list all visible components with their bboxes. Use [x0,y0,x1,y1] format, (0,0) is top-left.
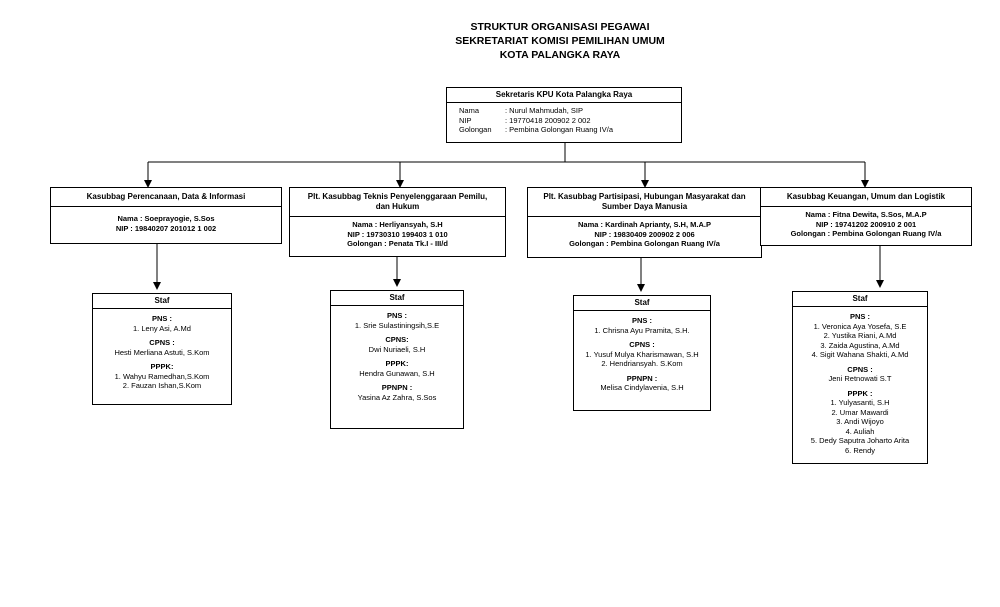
title-line-1: STRUKTUR ORGANISASI PEGAWAI [470,21,650,33]
title-line-2: SEKRETARIAT KOMISI PEMILIHAN UMUM [455,35,665,47]
staf-header: Staf [93,294,231,309]
sekretaris-nip-row: NIP: 19770418 200902 2 002 [459,115,591,125]
staf-box-teknis: Staf PNS : 1. Srie Sulastiningsih,S.E CP… [330,290,464,429]
pns-list: 1. Leny Asi, A.Md [95,324,229,334]
staf-body: PNS : 1. Srie Sulastiningsih,S.E CPNS: D… [331,306,463,405]
list-item: Hesti Merliana Astuti, S.Kom [114,347,210,357]
sekretaris-header: Sekretaris KPU Kota Palangka Raya [447,88,681,103]
staf-box-perencanaan: Staf PNS : 1. Leny Asi, A.Md CPNS : Hest… [92,293,232,405]
staf-body: PNS : 1. Leny Asi, A.Md CPNS : Hesti Mer… [93,309,231,394]
pppk-label: PPPK: [385,359,409,368]
unit-nama: Nama : Herliyansyah, S.H [352,220,443,229]
list-item: 1. Chrisna Ayu Pramita, S.H. [594,325,690,335]
chart-title: STRUKTUR ORGANISASI PEGAWAI SEKRETARIAT … [360,20,760,62]
unit-header: Plt. Kasubbag Teknis Penyelenggaraan Pem… [290,188,505,217]
unit-nip: NIP : 19840207 201012 1 002 [115,223,217,233]
staf-box-partisipasi: Staf PNS : 1. Chrisna Ayu Pramita, S.H. … [573,295,711,411]
unit-header: Kasubbag Keuangan, Umum dan Logistik [761,188,971,207]
ppnpn-label: PPNPN : [381,383,413,392]
list-item: Melisa Cindylavenia, S.H [600,383,684,392]
pns-list: 1. Srie Sulastiningsih,S.E [333,321,461,331]
unit-nama: Nama : Fitna Dewita, S.Sos, M.A.P [805,210,927,219]
pppk-list: 1. Wahyu Ramedhan,S.Kom 2. Fauzan Ishan,… [95,372,229,391]
unit-nip: NIP : 19730310 199403 1 010 [347,229,448,239]
unit-box-partisipasi: Plt. Kasubbag Partisipasi, Hubungan Masy… [527,187,762,258]
sekretaris-golongan-row: Golongan: Pembina Golongan Ruang IV/a [459,125,613,134]
staf-body: PNS : 1. Chrisna Ayu Pramita, S.H. CPNS … [574,311,710,396]
cpns-label: CPNS : [149,338,175,347]
list-item: Hendra Gunawan, S.H [359,368,435,378]
list-item: 2. Yustika Riani, A.Md [823,331,897,340]
sekretaris-nama-row: Nama: Nurul Mahmudah, SIP [459,106,583,115]
pns-label: PNS : [849,312,870,321]
unit-nama: Nama : Soeprayogie, S.Sos [117,214,215,223]
list-item: Yasina Az Zahra, S.Sos [357,392,437,402]
pns-list: 1. Veronica Aya Yosefa, S.E 2. Yustika R… [795,322,925,360]
pns-label: PNS : [386,311,407,320]
unit-details: Nama : Herliyansyah, S.H NIP : 19730310 … [290,217,505,252]
staf-box-keuangan: Staf PNS : 1. Veronica Aya Yosefa, S.E 2… [792,291,928,464]
pppk-list: 1. Yulyasanti, S.H 2. Umar Mawardi 3. An… [795,398,925,455]
title-line-3: KOTA PALANGKA RAYA [499,49,621,61]
sekretaris-box: Sekretaris KPU Kota Palangka Raya Nama: … [446,87,682,143]
unit-details: Nama : Fitna Dewita, S.Sos, M.A.P NIP : … [761,207,971,242]
list-item: 3. Andi Wijoyo [836,417,884,426]
cpns-label: CPNS : [629,340,655,349]
list-item: 5. Dedy Saputra Joharto Arita [810,436,910,445]
list-item: 1. Veronica Aya Yosefa, S.E [813,321,907,331]
ppnpn-label: PPNPN : [626,373,658,383]
list-item: 3. Zaida Agustina, A.Md [820,340,900,350]
ppnpn-list: Yasina Az Zahra, S.Sos [333,393,461,403]
cpns-list: Dwi Nuriaeli, S.H [333,345,461,355]
list-item: Dwi Nuriaeli, S.H [368,344,426,354]
pppk-label: PPPK: [150,362,174,371]
staf-body: PNS : 1. Veronica Aya Yosefa, S.E 2. Yus… [793,307,927,458]
unit-nip: NIP : 19830409 200902 2 006 [594,229,695,239]
unit-details: Nama : Kardinah Aprianty, S.H, M.A.P NIP… [528,217,761,252]
unit-golongan: Golongan : Pembina Golongan Ruang IV/a [569,239,720,248]
unit-box-teknis: Plt. Kasubbag Teknis Penyelenggaraan Pem… [289,187,506,257]
staf-header: Staf [574,296,710,311]
unit-nama: Nama : Kardinah Aprianty, S.H, M.A.P [578,220,711,229]
pns-label: PNS : [631,316,652,325]
unit-header: Plt. Kasubbag Partisipasi, Hubungan Masy… [528,188,761,217]
unit-box-perencanaan: Kasubbag Perencanaan, Data & Informasi N… [50,187,282,244]
list-item: 2. Fauzan Ishan,S.Kom [122,381,202,390]
list-item: 4. Sigit Wahana Shakti, A.Md [811,350,909,359]
list-item: 1. Yusuf Mulya Kharismawan, S.H [585,349,699,359]
list-item: Jeni Retnowati S.T [828,374,892,383]
unit-golongan: Golongan : Penata Tk.I - III/d [347,239,448,248]
cpns-list: Jeni Retnowati S.T [795,374,925,384]
list-item: 2. Hendriansyah. S.Kom [601,359,683,368]
unit-golongan: Golongan : Pembina Golongan Ruang IV/a [790,229,942,238]
list-item: 4. Auliah [845,426,875,436]
staf-header: Staf [793,292,927,307]
list-item: 1. Srie Sulastiningsih,S.E [354,320,440,330]
ppnpn-list: Melisa Cindylavenia, S.H [576,383,708,393]
list-item: 1. Leny Asi, A.Md [133,323,191,333]
unit-nip: NIP : 19741202 200910 2 001 [815,219,917,229]
pns-list: 1. Chrisna Ayu Pramita, S.H. [576,326,708,336]
list-item: 2. Umar Mawardi [831,407,889,417]
list-item: 1. Wahyu Ramedhan,S.Kom [114,371,210,381]
pppk-list: Hendra Gunawan, S.H [333,369,461,379]
cpns-list: 1. Yusuf Mulya Kharismawan, S.H 2. Hendr… [576,350,708,369]
list-item: 1. Yulyasanti, S.H [830,398,890,407]
list-item: 6. Rendy [844,445,876,455]
pns-label: PNS : [151,314,172,323]
unit-box-keuangan: Kasubbag Keuangan, Umum dan Logistik Nam… [760,187,972,246]
cpns-label: CPNS: [385,335,409,344]
cpns-list: Hesti Merliana Astuti, S.Kom [95,348,229,358]
sekretaris-details: Nama: Nurul Mahmudah, SIP NIP: 19770418 … [447,103,681,137]
unit-details: Nama : Soeprayogie, S.Sos NIP : 19840207… [51,207,281,236]
cpns-label: CPNS : [847,364,873,374]
pppk-label: PPPK : [847,388,873,398]
staf-header: Staf [331,291,463,306]
unit-header: Kasubbag Perencanaan, Data & Informasi [51,188,281,207]
